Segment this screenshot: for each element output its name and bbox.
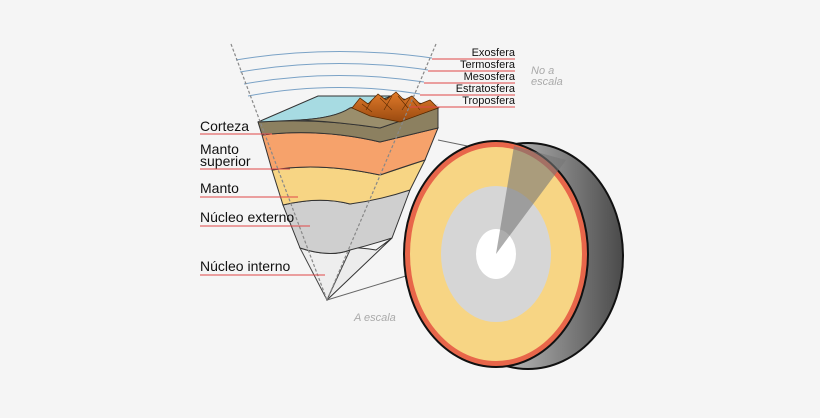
note-not-to-scale-2: escala bbox=[531, 76, 563, 88]
crust-layer bbox=[257, 107, 439, 143]
atmosphere-labels: Exosfera Termosfera Mesosfera Estratosfe… bbox=[410, 47, 516, 108]
label-exosphere: Exosfera bbox=[472, 47, 516, 59]
mesosphere-arc bbox=[243, 75, 425, 85]
wedge-outline bbox=[230, 43, 437, 301]
mountains bbox=[351, 91, 439, 123]
sphere-wedge-sector bbox=[496, 146, 566, 254]
label-outer-core: Núcleo externo bbox=[200, 209, 294, 225]
left-labels: Corteza Manto superior Manto Núcleo exte… bbox=[200, 118, 325, 276]
label-thermosphere: Termosfera bbox=[460, 59, 516, 71]
label-crust: Corteza bbox=[200, 118, 249, 134]
label-inner-core: Núcleo interno bbox=[200, 258, 290, 274]
label-stratosphere: Estratosfera bbox=[456, 83, 516, 95]
label-upper-mantle-2: superior bbox=[200, 153, 251, 169]
label-upper-mantle-1: Manto bbox=[200, 141, 239, 157]
label-troposphere: Troposfera bbox=[462, 95, 516, 107]
note-to-scale: A escala bbox=[353, 312, 396, 324]
label-mantle: Manto bbox=[200, 180, 239, 196]
earth-sphere bbox=[403, 140, 624, 370]
stratosphere-arc bbox=[247, 87, 421, 97]
atmosphere-layers bbox=[235, 50, 433, 97]
thermosphere-arc bbox=[239, 63, 429, 73]
note-not-to-scale-1: No a bbox=[531, 65, 554, 77]
layer-wedge bbox=[257, 91, 440, 302]
exosphere-arc bbox=[235, 50, 433, 61]
label-mesosphere: Mesosfera bbox=[464, 71, 516, 83]
